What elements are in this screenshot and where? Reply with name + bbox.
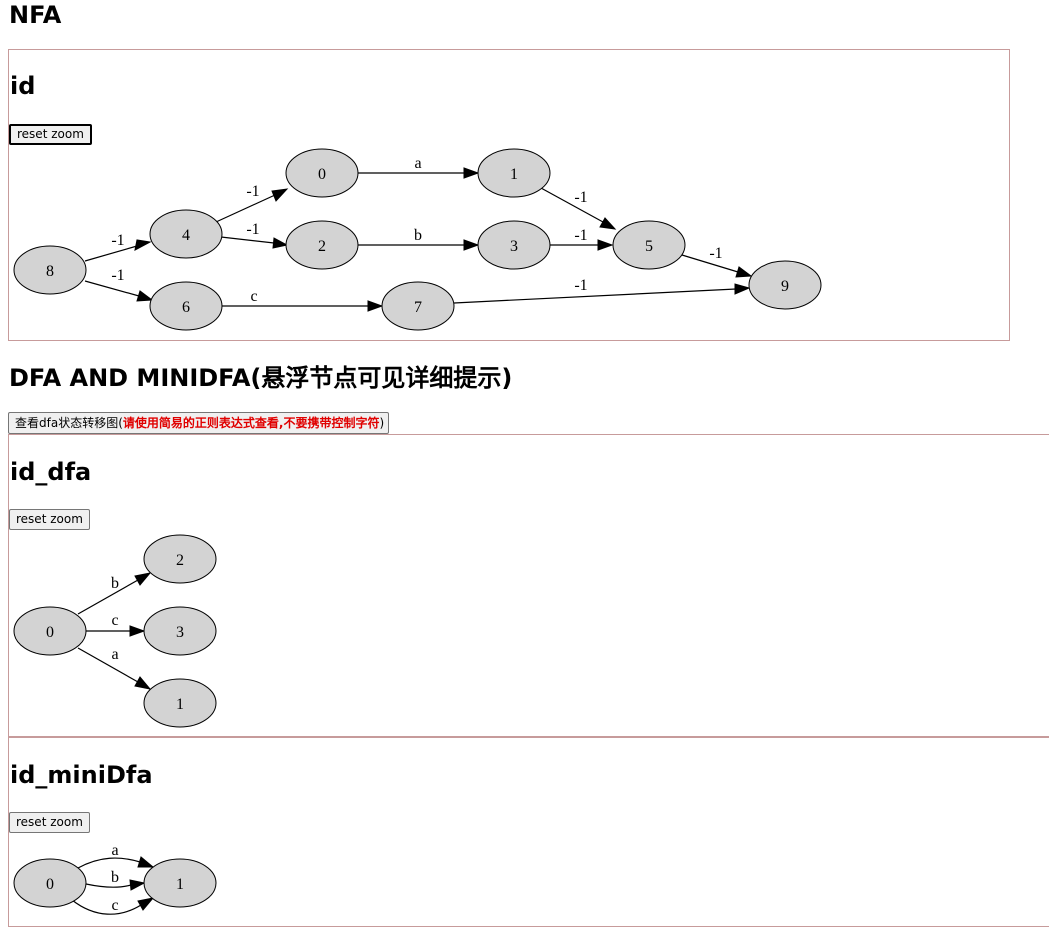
minidfa-panel-title: id_miniDfa <box>10 761 153 789</box>
dfa-edge-0-3: c <box>86 612 146 637</box>
nfa-edge-8-4: -1 <box>84 232 152 262</box>
nfa-node-6[interactable]: 6 <box>149 281 223 331</box>
dfa-graph-panel[interactable]: id_dfa reset zoom <box>8 434 1049 737</box>
svg-text:1: 1 <box>510 166 518 183</box>
nfa-edge-3-5: -1 <box>550 227 614 251</box>
dfa-node-2[interactable]: 2 <box>143 534 217 584</box>
svg-text:-1: -1 <box>574 227 587 244</box>
svg-text:8: 8 <box>46 263 54 280</box>
nfa-node-9[interactable]: 9 <box>748 260 822 310</box>
dfa-node-3[interactable]: 3 <box>143 606 217 656</box>
svg-text:-1: -1 <box>246 221 259 238</box>
nfa-node-2[interactable]: 2 <box>285 220 359 270</box>
svg-text:3: 3 <box>176 624 184 641</box>
minidfa-edge-a: a <box>77 842 155 869</box>
view-dfa-transition-button[interactable]: 查看dfa状态转移图(请使用简易的正则表达式查看,不要携带控制字符) <box>8 412 390 434</box>
svg-text:c: c <box>250 288 257 305</box>
svg-text:c: c <box>111 897 118 914</box>
svg-text:-1: -1 <box>574 277 587 294</box>
nfa-node-3[interactable]: 3 <box>477 220 551 270</box>
nfa-edge-6-7: c <box>222 288 384 312</box>
minidfa-edge-b: b <box>85 869 146 891</box>
svg-text:-1: -1 <box>574 189 587 206</box>
svg-text:0: 0 <box>46 624 54 641</box>
nfa-heading: NFA <box>9 1 62 29</box>
nfa-node-8[interactable]: 8 <box>13 245 87 295</box>
nfa-reset-zoom-button[interactable]: reset zoom <box>9 124 92 145</box>
nfa-edge-7-9: -1 <box>453 277 751 304</box>
minidfa-node-0[interactable]: 0 <box>13 858 87 908</box>
nfa-edge-5-9: -1 <box>681 245 753 278</box>
svg-text:c: c <box>111 612 118 629</box>
dfa-panel-title: id_dfa <box>10 458 92 486</box>
svg-text:-1: -1 <box>709 245 722 262</box>
svg-text:-1: -1 <box>111 232 124 249</box>
nfa-edge-4-2: -1 <box>220 221 289 249</box>
svg-text:-1: -1 <box>111 267 124 284</box>
svg-text:a: a <box>414 155 421 172</box>
svg-text:1: 1 <box>176 876 184 893</box>
minidfa-graph-panel[interactable]: id_miniDfa reset zoom <box>8 737 1049 927</box>
svg-text:4: 4 <box>182 227 190 244</box>
dfa-edge-0-2: b <box>77 572 152 615</box>
svg-text:2: 2 <box>176 552 184 569</box>
svg-text:0: 0 <box>46 876 54 893</box>
svg-text:5: 5 <box>645 238 653 255</box>
svg-text:b: b <box>111 575 119 592</box>
nfa-panel-title: id <box>10 72 36 100</box>
svg-text:b: b <box>414 227 422 244</box>
svg-text:7: 7 <box>414 299 422 316</box>
svg-text:b: b <box>111 869 119 886</box>
nfa-edge-4-0: -1 <box>215 183 289 223</box>
minidfa-node-1[interactable]: 1 <box>143 858 217 908</box>
nfa-edge-2-3: b <box>358 227 480 251</box>
nfa-graph-panel[interactable]: id reset zoom <box>8 49 1010 341</box>
dfa-edge-0-1: a <box>77 646 152 690</box>
minidfa-reset-zoom-button[interactable]: reset zoom <box>9 812 90 833</box>
nfa-edge-1-5: -1 <box>540 187 617 230</box>
svg-text:a: a <box>111 842 118 859</box>
nfa-edge-0-1: a <box>358 155 480 179</box>
view-dfa-button-warning: 请使用简易的正则表达式查看,不要携带控制字符 <box>122 416 380 430</box>
svg-text:-1: -1 <box>246 183 259 200</box>
nfa-node-4[interactable]: 4 <box>149 209 223 259</box>
dfa-reset-zoom-button[interactable]: reset zoom <box>9 509 90 530</box>
svg-text:2: 2 <box>318 238 326 255</box>
dfa-node-1[interactable]: 1 <box>143 678 217 728</box>
svg-text:3: 3 <box>510 238 518 255</box>
dfa-section-heading: DFA AND MINIDFA(悬浮节点可见详细提示) <box>9 364 513 392</box>
view-dfa-button-end: ) <box>379 416 385 430</box>
nfa-node-5[interactable]: 5 <box>612 220 686 270</box>
minidfa-edge-c: c <box>71 897 155 915</box>
svg-text:a: a <box>111 646 118 663</box>
nfa-node-1[interactable]: 1 <box>477 148 551 198</box>
dfa-node-0[interactable]: 0 <box>13 606 87 656</box>
nfa-edge-8-6: -1 <box>84 267 154 302</box>
svg-text:9: 9 <box>781 278 789 295</box>
nfa-node-7[interactable]: 7 <box>381 281 455 331</box>
svg-text:6: 6 <box>182 299 190 316</box>
svg-text:0: 0 <box>318 166 326 183</box>
nfa-node-0[interactable]: 0 <box>285 148 359 198</box>
svg-text:1: 1 <box>176 696 184 713</box>
view-dfa-button-label: 查看dfa状态转移图( <box>15 416 123 430</box>
